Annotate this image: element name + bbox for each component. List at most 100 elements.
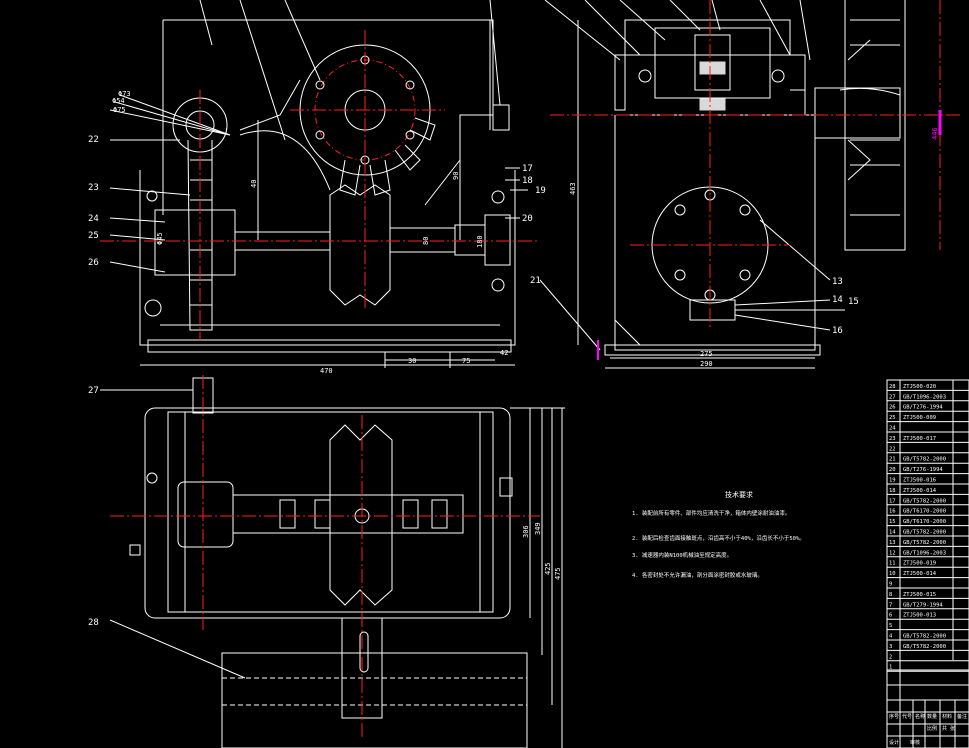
bom-row-number: 20 (889, 467, 896, 473)
dim-2b: 180 (476, 235, 484, 248)
bom-row-code: GB/T1096-2003 (903, 550, 946, 556)
wheel-bolt-hole (405, 130, 415, 140)
front-view (109, 0, 601, 368)
balloon-24: 24 (88, 214, 99, 224)
wheel-bolt-hole (315, 130, 325, 140)
bom-row-code: GB/T5782-2000 (903, 530, 946, 536)
top-labels: 27 28 (88, 386, 99, 628)
side-centerlines (550, 0, 960, 330)
tb-scale: 比例 (927, 725, 937, 732)
bom-row-code: GB/T276-1994 (903, 467, 943, 473)
bom-row-code: GB/T5782-2000 (903, 540, 946, 546)
top-side-lug (499, 477, 513, 497)
end-cap (484, 214, 511, 266)
side-labels: 13 14 15 16 (832, 277, 859, 336)
dim-80: 80 (422, 237, 430, 245)
leader-line (284, 0, 321, 81)
balloon-28: 28 (88, 618, 99, 628)
leader-line (239, 0, 286, 141)
leader-line (489, 0, 501, 106)
leader-line (669, 0, 701, 31)
bom-row-number: 11 (889, 561, 896, 567)
front-labels: 22 23 24 25 26 17 18 19 20 21 (88, 135, 546, 286)
dim-470: 470 (320, 367, 333, 375)
bom-row-code: ZTJ500-020 (903, 384, 936, 390)
balloon-26: 26 (88, 258, 99, 268)
top-bearing-inner-3 (402, 499, 419, 529)
note-item-2: 2. 装配后检查齿面接触斑点，沿齿高不小于40%，沿齿长不小于50%。 (632, 534, 805, 542)
top-dims: 306 349 425 475 (522, 522, 562, 580)
leader-line (109, 187, 191, 196)
top-bolt (146, 472, 158, 484)
bom-row-number: 25 (889, 415, 896, 421)
balloon-27: 27 (88, 386, 99, 396)
balloon-15: 15 (848, 297, 859, 307)
dim-75: 75 (462, 357, 470, 365)
base-plate (147, 339, 512, 353)
title-block-grid (887, 669, 969, 748)
top-shaft-body (232, 494, 464, 534)
note-item-4: 4. 各密封处不允许漏油，剖分面涂密封胶或水玻璃。 (632, 571, 763, 579)
flange-hole (674, 269, 686, 281)
bom-row-number: 24 (889, 426, 896, 432)
side-dim-h-text: 463 (569, 182, 577, 195)
balloon-17: 17 (522, 164, 533, 174)
tb-h1: 序号 (889, 713, 899, 720)
side-dim-r-text: 446 (931, 127, 939, 140)
wheel-bolt-hole (315, 80, 325, 90)
side-hatch-right (790, 54, 806, 91)
top-centerlines (110, 375, 540, 740)
bom-row-code: ZTJ500-014 (903, 571, 937, 577)
bom-row-code: GB/T6170-2000 (903, 519, 946, 525)
bolt-head (491, 278, 505, 292)
lower-housing-outline (139, 170, 516, 346)
dim-angle-1: Φ54 (112, 97, 125, 105)
cover-arc (239, 130, 331, 191)
flange-hole (739, 204, 751, 216)
bom-row-number: 6 (889, 613, 892, 619)
bom-row-code: ZTJ500-016 (903, 478, 936, 484)
leader-line (711, 0, 721, 31)
bom-row-number: 23 (889, 436, 896, 442)
side-hatch-left (614, 54, 626, 111)
balloon-25: 25 (88, 231, 99, 241)
bom-row-number: 18 (889, 488, 896, 494)
dim-40: 40 (250, 180, 258, 188)
bom-row-number: 10 (889, 571, 896, 577)
bom-row-number: 7 (889, 602, 892, 608)
balloon-21: 21 (530, 276, 541, 286)
leader-line (759, 219, 831, 281)
leader-line (759, 0, 791, 56)
front-dims: Φ54 Φ73 Φ75 40 90 80 Φ45 180 470 30 75 4… (112, 90, 508, 375)
leader-line (109, 234, 166, 241)
side-base (604, 344, 821, 356)
bom-row-number: 4 (889, 634, 893, 640)
bom-row-number: 13 (889, 540, 896, 546)
bolt-head (146, 190, 158, 202)
technical-notes: 技术要求 1. 装配前所有零件、部件均应清洗干净，箱体内壁涂耐油油漆。 2. 装… (632, 490, 805, 579)
coupling-key (699, 61, 726, 75)
tb-design: 设计 (889, 739, 899, 746)
motor-block (221, 652, 528, 748)
balloon-23: 23 (88, 183, 99, 193)
bom-row-code: GB/T1096-2003 (903, 394, 946, 400)
bom-row-number: 14 (889, 530, 896, 536)
dim-90: 90 (452, 172, 460, 180)
tb-h6: 备注 (957, 713, 967, 720)
side-chamfer (614, 319, 641, 346)
coupling-key-lower (699, 97, 726, 111)
top-spool-drum (329, 424, 393, 606)
bom-row-number: 15 (889, 519, 896, 525)
bom-row-code: ZTJ500-017 (903, 436, 936, 442)
dim-angle-3: Φ75 (113, 106, 126, 114)
front-centerlines (100, 30, 540, 340)
balloon-20: 20 (522, 214, 533, 224)
bom-frame (886, 379, 969, 748)
top-dim-w3-text: 425 (544, 562, 552, 575)
leader-line (199, 0, 213, 46)
tb-sheet: 共 张 (942, 725, 955, 732)
bom-row-number: 22 (889, 446, 896, 452)
